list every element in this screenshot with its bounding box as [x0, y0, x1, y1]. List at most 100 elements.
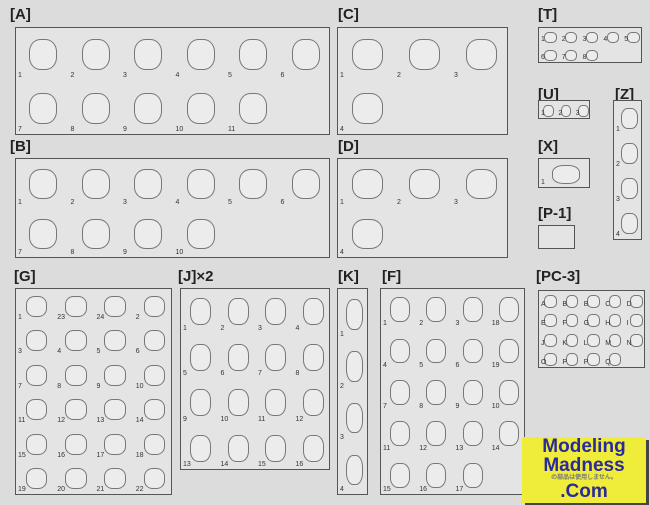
sprue-part	[466, 169, 497, 199]
part-number: 11	[18, 417, 26, 424]
sprue-part	[426, 338, 447, 364]
part-number: 9	[96, 382, 101, 390]
sprue-part	[81, 219, 110, 249]
part-number: 4	[383, 361, 387, 369]
part-number: 8	[57, 382, 62, 390]
part-number: 3	[575, 110, 580, 117]
sprue-part	[462, 338, 483, 364]
sprue-part	[186, 92, 215, 125]
part-number: 4	[175, 199, 180, 206]
sprue-part	[578, 104, 589, 118]
sprue-part	[352, 38, 383, 71]
sprue-part	[627, 31, 640, 44]
part-number: 10	[175, 126, 184, 133]
part-number: 4	[175, 72, 180, 79]
sprue-part	[81, 169, 110, 199]
sprue-part	[186, 219, 215, 249]
sprue-part	[565, 314, 579, 328]
sprue-part	[143, 295, 166, 317]
sprue-label-d: [D]	[338, 138, 359, 155]
logo-note: の部品は使用しません。	[551, 475, 617, 481]
sprue-part	[25, 295, 48, 317]
sprue-part	[29, 92, 58, 125]
part-number: P	[583, 359, 589, 366]
part-number: 11	[228, 126, 236, 133]
part-number: 5	[96, 348, 101, 355]
part-number: 1	[541, 36, 545, 43]
sprue-part	[190, 298, 212, 326]
sprue-label-p1: [P-1]	[538, 205, 572, 222]
sprue-part	[390, 338, 411, 364]
sprue-part	[134, 92, 163, 125]
sprue-part	[65, 433, 87, 455]
part-number: 1	[541, 179, 545, 186]
sprue-part	[190, 389, 212, 417]
part-number: 2	[135, 313, 140, 321]
sprue-frame-x: 1	[538, 158, 590, 188]
part-number: P	[562, 359, 568, 366]
part-number: H	[605, 320, 611, 327]
part-number: B	[583, 300, 589, 308]
part-number: 17	[455, 486, 464, 493]
part-number: 4	[295, 324, 300, 332]
sprue-part	[302, 343, 324, 371]
part-number: 14	[491, 444, 500, 452]
sprue-part	[134, 169, 163, 199]
sprue-part	[143, 399, 166, 421]
sprue-part	[65, 330, 87, 352]
part-number: 5	[228, 72, 232, 79]
part-number: 6	[220, 370, 225, 377]
sprue-part	[621, 108, 638, 130]
sprue-part	[629, 294, 643, 308]
sprue-part	[587, 333, 600, 347]
part-number: 1	[383, 320, 387, 328]
sprue-part	[29, 38, 58, 71]
sprue-part	[565, 294, 579, 308]
sprue-part	[390, 380, 411, 405]
sprue-part	[65, 295, 87, 317]
sprue-part	[608, 333, 622, 347]
sprue-part	[544, 49, 557, 62]
sprue-part	[462, 421, 483, 447]
part-number: 6	[541, 54, 545, 61]
sprue-part	[65, 468, 87, 490]
sprue-part	[265, 389, 287, 417]
part-number: 8	[295, 370, 300, 377]
part-number: L	[583, 339, 588, 347]
sprue-part	[302, 389, 324, 417]
part-number: 2	[70, 72, 75, 79]
sprue-part	[462, 297, 483, 323]
part-number: 3	[454, 199, 458, 206]
part-number: 1	[183, 324, 187, 332]
sprue-part	[608, 314, 622, 328]
part-number: 4	[616, 231, 620, 238]
part-number: 7	[383, 403, 387, 411]
sprue-part	[544, 314, 558, 328]
part-number: Q	[605, 359, 611, 366]
part-number: 1	[18, 313, 22, 321]
part-number: 13	[96, 417, 105, 424]
sprue-label-j: [J]×2	[178, 268, 214, 285]
part-number: 24	[96, 313, 105, 321]
part-number: 23	[57, 313, 66, 321]
sprue-frame-p1	[538, 225, 575, 249]
part-number: 2	[220, 324, 225, 332]
sprue-part	[134, 219, 163, 249]
part-number: 4	[340, 486, 344, 493]
part-number: A	[541, 300, 546, 308]
part-number: 15	[258, 461, 266, 468]
sprue-part	[265, 343, 287, 371]
sprue-part	[239, 92, 268, 125]
sprue-part	[498, 338, 519, 364]
part-number: 7	[561, 54, 566, 61]
sprue-part	[190, 434, 212, 462]
part-number: 8	[419, 403, 424, 411]
part-number: 4	[603, 36, 608, 43]
sprue-part	[104, 330, 126, 352]
part-number: K	[562, 339, 568, 347]
